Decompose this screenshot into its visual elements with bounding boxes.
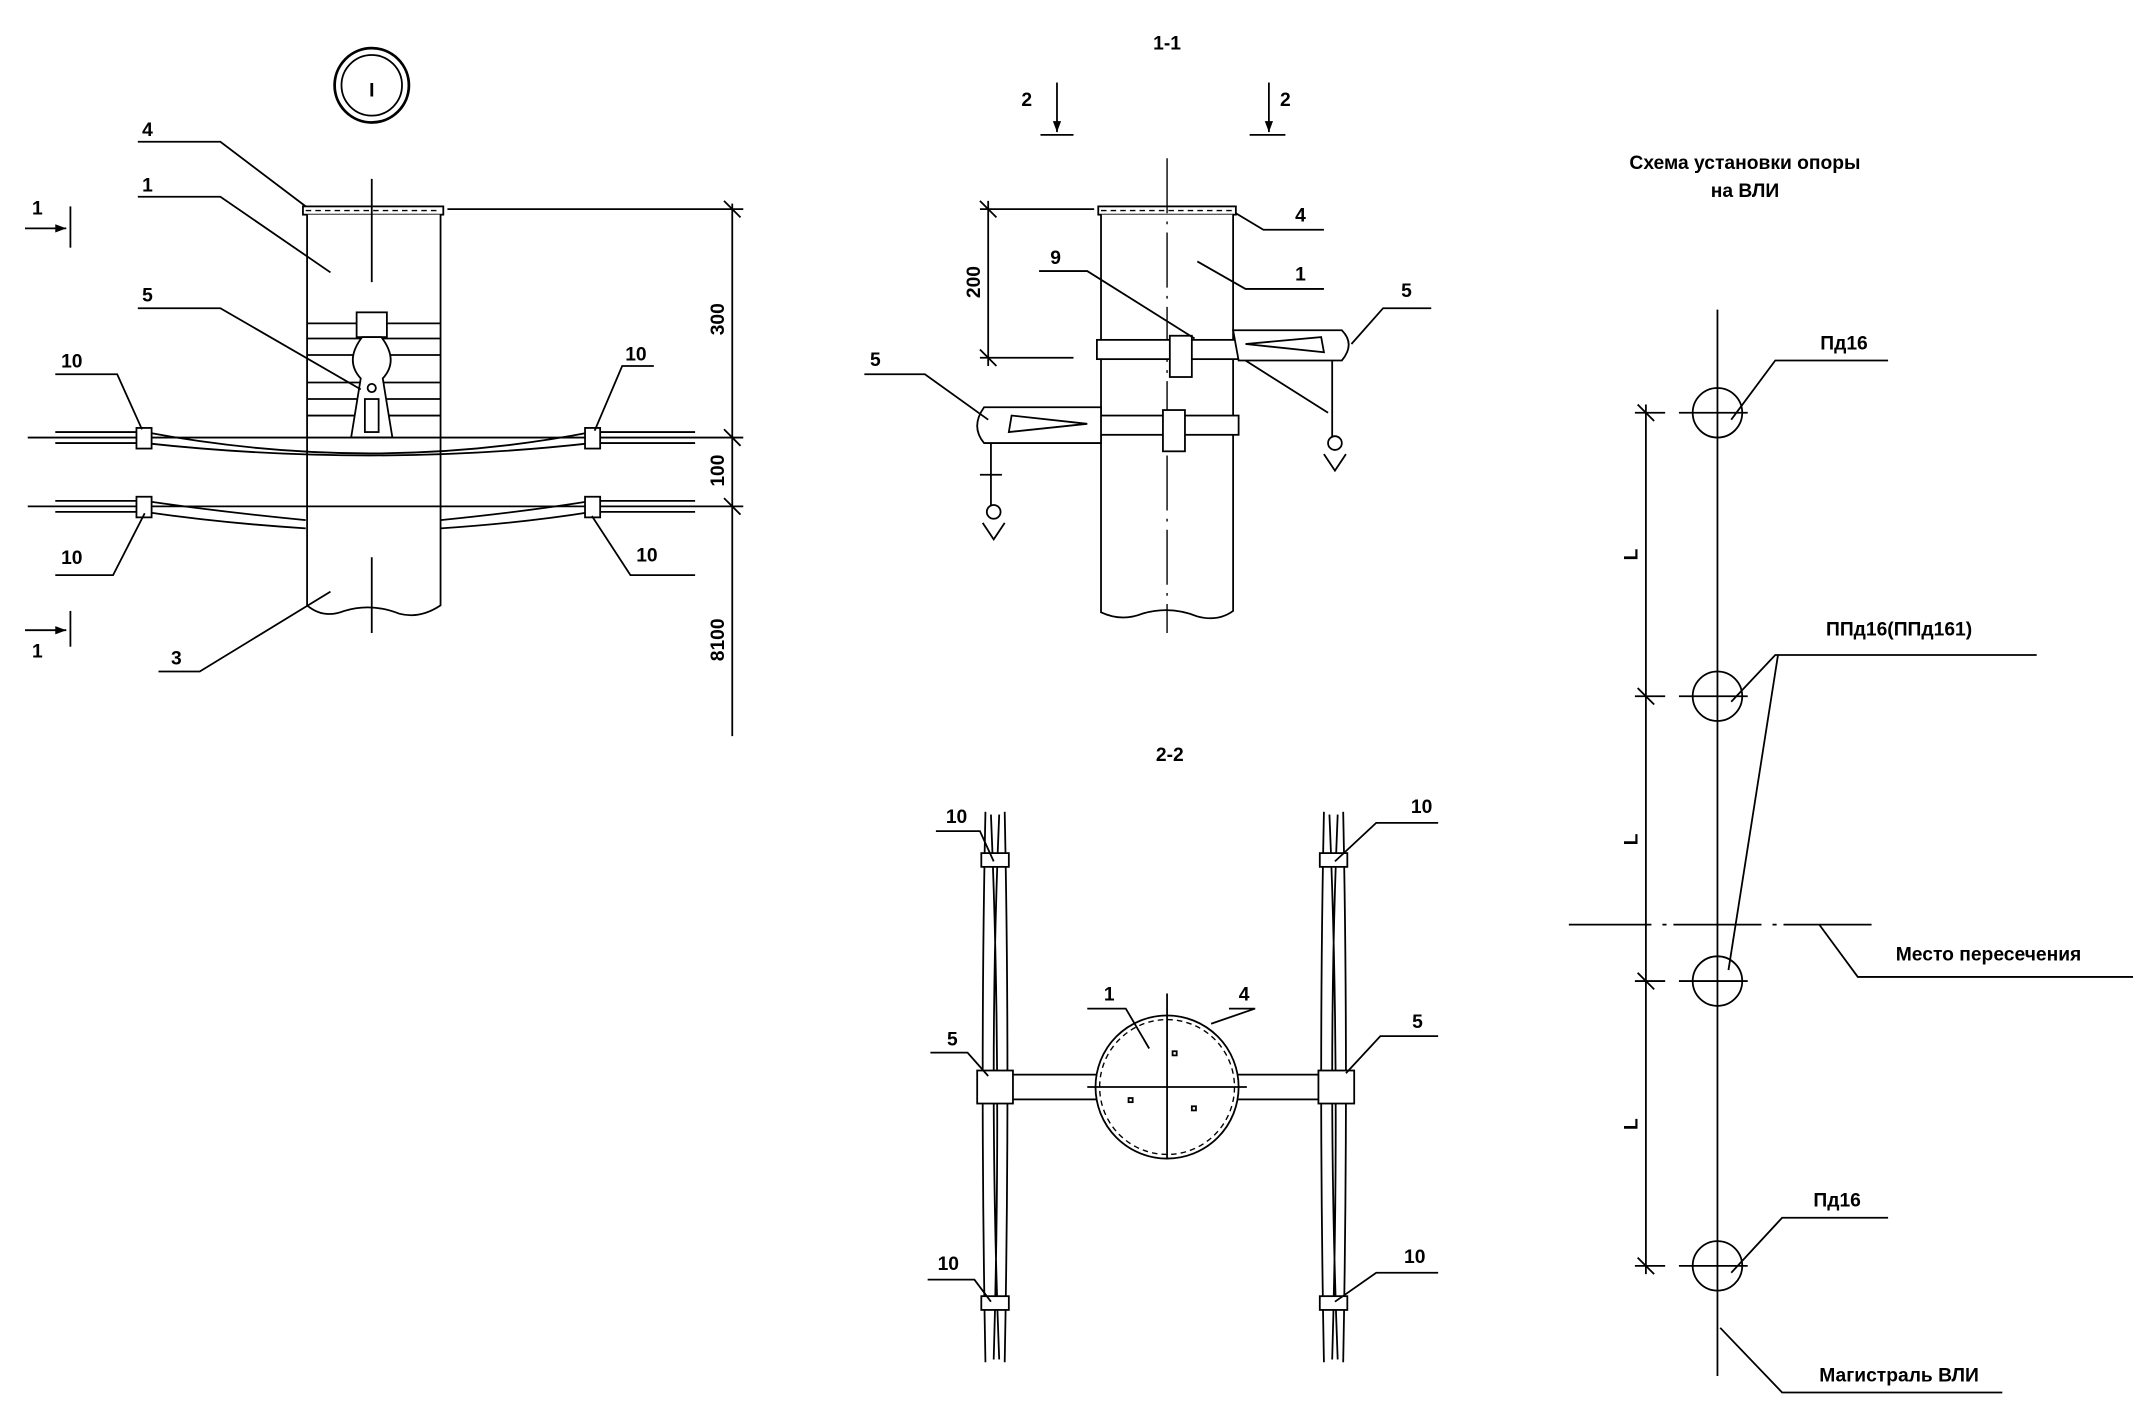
label-3: 3 (171, 649, 182, 670)
label-10: 10 (61, 548, 82, 569)
suspension-clamp (350, 311, 394, 439)
label-5: 5 (870, 350, 881, 371)
span-dimensions: L L L (1622, 403, 1655, 1275)
label-support-top: Пд16 (1820, 333, 1868, 354)
dim-200: 200 (964, 266, 985, 298)
label-5: 5 (1401, 281, 1412, 302)
label-10: 10 (61, 351, 82, 372)
label-9: 9 (1050, 248, 1061, 269)
section-mark: 2 (1021, 90, 1032, 111)
span-label: L (1622, 1118, 1643, 1130)
label-support-mid: ППд16(ППд161) (1826, 620, 1972, 641)
label-4: 4 (1295, 206, 1306, 227)
span-label: L (1622, 833, 1643, 845)
label-crossing: Место пересечения (1896, 944, 2082, 965)
label-10: 10 (625, 345, 646, 366)
label-5: 5 (142, 285, 153, 306)
scheme-title-line2: на ВЛИ (1711, 181, 1779, 202)
cable-clamp (135, 427, 153, 450)
cables (27, 427, 744, 530)
bracket-left (976, 406, 1240, 541)
label-4: 4 (142, 120, 153, 141)
label-1: 1 (1295, 265, 1306, 286)
section-marks: 1 1 (25, 199, 72, 663)
supports (1634, 387, 1748, 1292)
label-10: 10 (1411, 797, 1432, 818)
leaders: 10 10 5 5 1 4 10 10 (927, 797, 1439, 1303)
label-10: 10 (636, 545, 657, 566)
section-title: 2-2 (1156, 745, 1184, 766)
label-5: 5 (947, 1030, 958, 1051)
dimension-200: 200 (964, 200, 1095, 367)
main-view: I (25, 46, 744, 737)
leaders: Пд16 ППд16(ППд161) Место пересечения Пд1… (1719, 333, 2134, 1394)
label-10: 10 (938, 1254, 959, 1275)
label-main-line: Магистраль ВЛИ (1819, 1365, 1979, 1386)
cable-clamp (584, 495, 602, 519)
dim-8100: 8100 (708, 618, 729, 661)
scheme-title-line1: Схема установки опоры (1629, 153, 1860, 174)
section-mark: 2 (1280, 90, 1291, 111)
section-2-2: 2-2 10 10 5 5 1 4 10 (927, 745, 1439, 1363)
label-1: 1 (142, 175, 153, 196)
leaders: 4 1 5 10 10 10 10 3 (55, 120, 696, 673)
label-5: 5 (1412, 1012, 1423, 1033)
dim-100: 100 (708, 455, 729, 487)
view-marker-outer-circle (333, 46, 411, 124)
section-mark: 1 (32, 642, 43, 663)
label-10: 10 (1404, 1247, 1425, 1268)
label-10: 10 (946, 807, 967, 828)
view-marker: I (369, 80, 374, 101)
section-mark: 1 (32, 199, 43, 220)
bracket-right (1317, 1069, 1356, 1105)
leaders: 4 1 9 5 5 (864, 206, 1432, 421)
span-label: L (1622, 548, 1643, 560)
bracket-left (976, 1069, 1014, 1105)
dim-300: 300 (708, 303, 729, 335)
label-1: 1 (1104, 984, 1115, 1005)
view-marker-inner-circle (340, 54, 403, 117)
section-1-1: 1-1 2 2 200 (864, 34, 1432, 633)
section-title: 1-1 (1153, 34, 1181, 55)
installation-scheme: Схема установки опоры на ВЛИ L L L Пд16 … (1568, 153, 2134, 1394)
label-4: 4 (1239, 984, 1250, 1005)
cable-clamp (584, 427, 602, 450)
cable-clamp (135, 495, 153, 519)
label-support-bottom: Пд16 (1813, 1191, 1861, 1212)
dimensions: 300 100 8100 (447, 200, 744, 737)
bracket-right (1095, 329, 1350, 473)
